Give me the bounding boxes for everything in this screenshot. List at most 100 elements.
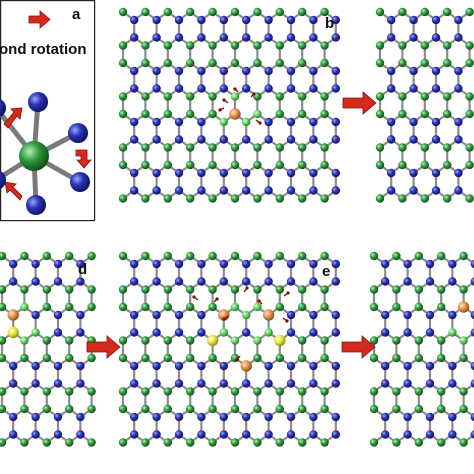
atom-chalco [174, 168, 184, 178]
atom-metal [208, 285, 217, 294]
atom-metal [420, 109, 429, 119]
atom-chalco [31, 361, 40, 371]
atom-metal [298, 41, 307, 50]
atom-metal [392, 353, 401, 363]
atom-chalco [76, 412, 85, 422]
atom-metal [208, 41, 217, 50]
atom-chalco [448, 412, 457, 422]
atom-metal [42, 404, 51, 414]
atom-metal [65, 336, 74, 345]
atom-metal [420, 58, 429, 68]
atom-chalco [454, 117, 463, 127]
atom-chalco [242, 33, 251, 42]
atom-metal [163, 404, 172, 414]
atom-chalco [286, 379, 296, 388]
atom-metal [298, 92, 307, 101]
atom-metal [0, 336, 7, 345]
atom-chalco [152, 379, 161, 388]
arrow-head [215, 297, 219, 301]
atom-metal [369, 336, 379, 345]
atom-metal [437, 404, 446, 414]
atom-metal [230, 7, 240, 17]
atom-chalco [309, 135, 318, 144]
atom-chalco [53, 430, 63, 439]
atom-chalco [286, 33, 296, 42]
atom-metal [275, 404, 284, 414]
atom-metal [42, 353, 51, 363]
atom-chalco [219, 15, 228, 25]
atom-chalco [174, 117, 184, 127]
atom-metal [320, 404, 329, 414]
atom-chalco [9, 259, 18, 269]
arrow-head [245, 286, 249, 290]
atom-metal [369, 302, 379, 312]
atom-chalco [403, 412, 412, 422]
atom-chalco [76, 310, 85, 320]
atom-chalco [130, 412, 139, 422]
atom-chalco [76, 259, 85, 269]
atom-chalco [309, 186, 318, 195]
atom-metal [118, 438, 128, 447]
atom-chalco [219, 259, 228, 269]
atom-orange [240, 360, 252, 372]
atom-chalco [264, 33, 273, 42]
atom-chalco [387, 84, 396, 93]
atom-metal [398, 7, 407, 17]
atom-metal [118, 7, 128, 17]
atom-metal [320, 160, 329, 170]
atom-chalco [431, 117, 441, 127]
atom-chalco [431, 135, 441, 144]
transition-arrow-d-to-e [86, 335, 121, 359]
atom-light [20, 336, 29, 345]
atom-metal [465, 41, 474, 50]
atom-chalco [387, 117, 396, 127]
panel-label-a: a [72, 6, 81, 23]
atom-metal [186, 160, 195, 170]
atom-metal [65, 438, 74, 447]
atom-chalco [152, 361, 161, 371]
atom-chalco [309, 328, 318, 337]
atom-metal [208, 404, 217, 414]
atom-chalco [470, 310, 474, 320]
atom-metal [443, 109, 452, 119]
atom-metal [298, 302, 307, 312]
atom-chalco [286, 259, 296, 269]
atom-metal [275, 285, 284, 294]
atom-chalco [409, 15, 418, 25]
atom-chalco [387, 186, 396, 195]
transition-arrow-b-to-c [342, 91, 377, 115]
atom-metal [141, 438, 150, 447]
atom-chalco [387, 66, 396, 76]
atom-metal [208, 251, 217, 261]
atom-chalco [381, 379, 390, 388]
atom-chalco [197, 310, 206, 320]
atom-metal [208, 7, 217, 17]
panel-label-e: e [322, 263, 330, 280]
atom-chalco [331, 84, 340, 93]
atom-metal [414, 438, 423, 447]
arrow-head [233, 87, 237, 91]
atom-chalco [76, 361, 85, 371]
atom-yellow [206, 334, 219, 347]
atom-chalco [130, 328, 139, 337]
atom-metal [414, 336, 423, 345]
atom-chalco [130, 84, 139, 93]
atom-metal [298, 160, 307, 170]
atom-chalco [264, 259, 273, 269]
atom-metal [298, 194, 307, 203]
atom-metal [141, 143, 150, 152]
atom-metal [414, 353, 423, 363]
atom-metal-center [19, 141, 49, 171]
atom-chalco [130, 379, 139, 388]
atom-chalco [31, 259, 40, 269]
atom-chalco [331, 66, 340, 76]
panel-f-bonds [372, 254, 474, 444]
atom-metal [275, 353, 284, 363]
legend-text: ond rotation [0, 41, 86, 58]
atom-metal [437, 302, 446, 312]
atom-chalco [309, 310, 318, 320]
atom-metal [437, 438, 446, 447]
atom-metal [298, 251, 307, 261]
atom-chalco [454, 33, 463, 42]
